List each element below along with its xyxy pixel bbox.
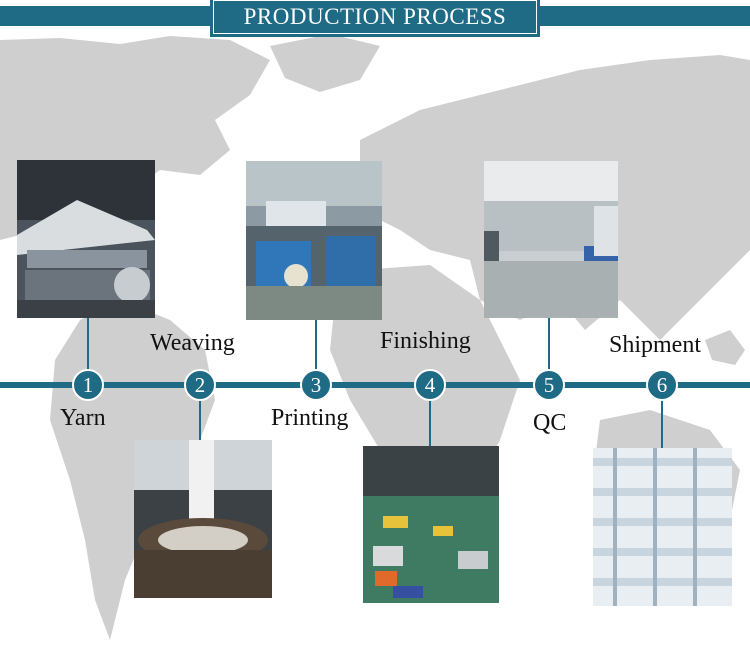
step-node-3: 3 [300, 369, 332, 401]
connector-5 [548, 318, 550, 384]
step-node-6: 6 [646, 369, 678, 401]
timeline-line [0, 382, 750, 388]
photo-finishing-floor [363, 446, 499, 603]
step-label-shipment: Shipment [609, 332, 702, 358]
step-label-yarn: Yarn [60, 405, 106, 431]
photo-yarn-extrusion [17, 160, 155, 318]
photo-circular-looms [134, 440, 272, 598]
connector-6 [661, 386, 663, 448]
page-title: PRODUCTION PROCESS [210, 0, 540, 37]
photo-printing-machines [246, 161, 382, 320]
step-label-printing: Printing [271, 405, 349, 431]
step-node-5: 5 [533, 369, 565, 401]
step-node-2: 2 [184, 369, 216, 401]
connector-2 [199, 386, 201, 440]
connector-4 [429, 386, 431, 446]
connector-3 [315, 320, 317, 384]
connector-1 [87, 318, 89, 384]
step-node-4: 4 [414, 369, 446, 401]
step-node-1: 1 [72, 369, 104, 401]
step-label-qc: QC [533, 410, 567, 436]
step-label-finishing: Finishing [380, 328, 471, 354]
photo-qc-lab [484, 161, 618, 318]
step-label-weaving: Weaving [150, 330, 235, 356]
photo-shipment-bags [593, 448, 732, 606]
